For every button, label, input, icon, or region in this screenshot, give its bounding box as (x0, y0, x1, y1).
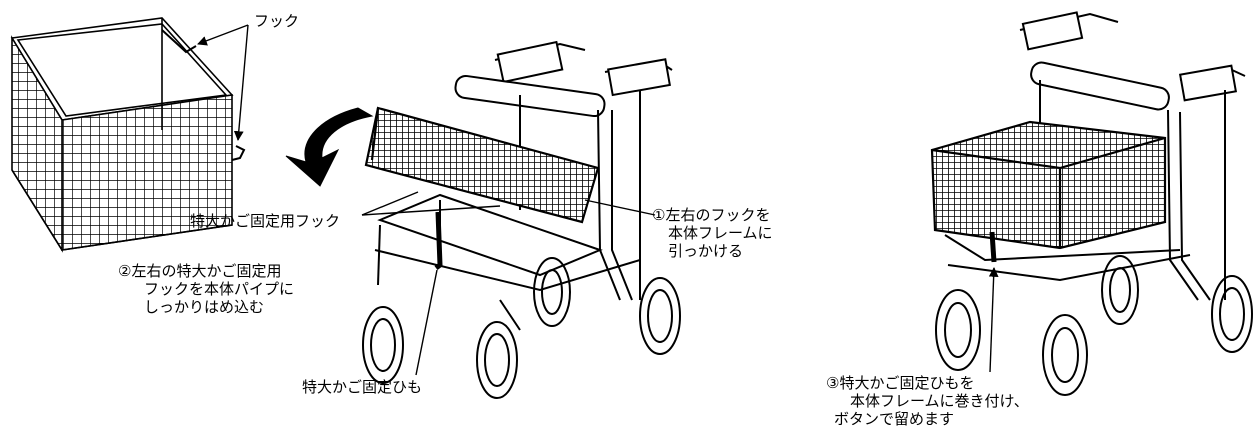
step1-line2: 本体フレームに (668, 224, 773, 242)
walker-center (362, 40, 681, 399)
step2-line2: フックを本体パイプに (144, 280, 295, 298)
hook-label: フック (254, 12, 300, 30)
walker-right (930, 11, 1253, 396)
basket-standalone (10, 17, 246, 253)
center-callout-lines (361, 191, 656, 376)
step2-line1: ②左右の特大かご固定用 (118, 262, 282, 280)
strap-label: 特大かご固定ひも (302, 378, 423, 396)
step2-text: ②左右の特大かご固定用 フックを本体パイプに しっかりはめ込む (118, 262, 294, 316)
step2-line3: しっかりはめ込む (144, 298, 265, 316)
step1-text: ①左右のフックを 本体フレームに 引っかける (652, 206, 773, 260)
step1-line3: 引っかける (668, 242, 744, 260)
step3-line1: ③特大かご固定ひもを (826, 374, 975, 392)
attach-direction-arrow (285, 107, 374, 187)
step3-line3: ボタンで留めます (834, 410, 955, 428)
step1-line1: ①左右のフックを (652, 206, 771, 224)
basket-hook-label: 特大かご固定用フック (190, 212, 341, 230)
right-callout-line (988, 267, 999, 373)
hook-callout-lines (197, 24, 249, 141)
step3-line2: 本体フレームに巻き付け、 (850, 392, 1029, 410)
step3-text: ③特大かご固定ひもを 本体フレームに巻き付け、 ボタンで留めます (826, 374, 1029, 428)
